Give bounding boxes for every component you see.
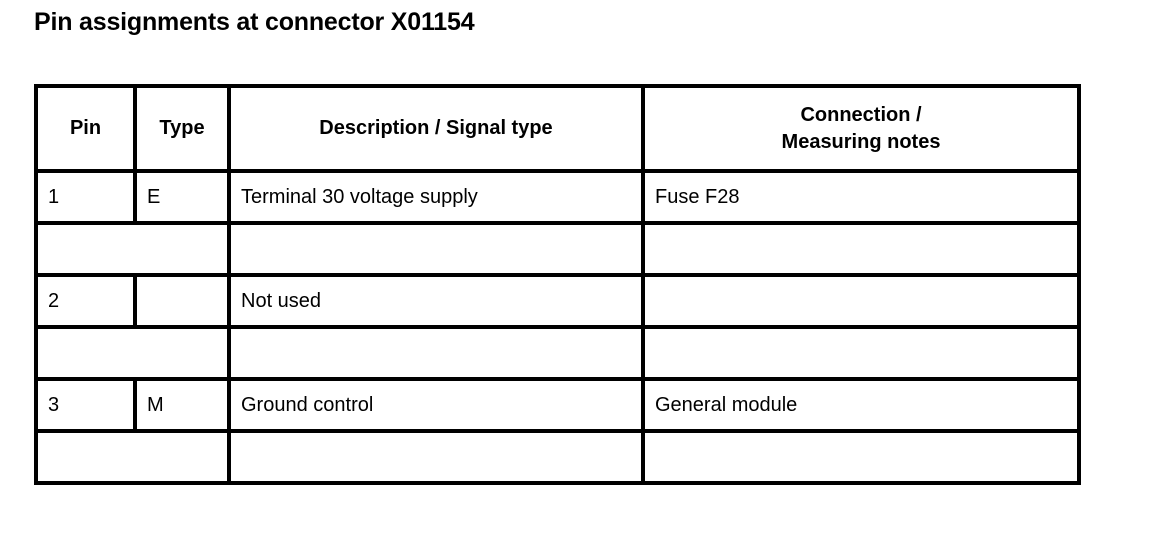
- cell-pin: 2: [34, 273, 137, 329]
- cell-type-value: M: [147, 393, 164, 416]
- cell-pin: 1: [34, 169, 137, 225]
- cell-type: [133, 273, 231, 329]
- cell-connection-value: Fuse F28: [655, 185, 740, 208]
- cell-connection: [641, 325, 1081, 381]
- cell-connection: Fuse F28: [641, 169, 1081, 225]
- cell-description-value: Terminal 30 voltage supply: [241, 185, 478, 208]
- cell-description-value: Not used: [241, 289, 322, 312]
- column-header-type: Type: [133, 84, 231, 173]
- cell-pin-value: 2: [48, 289, 60, 312]
- cell-type: M: [133, 377, 231, 433]
- cell-type-value: E: [147, 185, 161, 208]
- cell-connection-value: General module: [655, 393, 798, 416]
- cell-pin: 3: [34, 377, 137, 433]
- table-row: 2 Not used: [34, 273, 1081, 329]
- header-row: Pin Type Description / Signal type Conne…: [34, 84, 1081, 173]
- cell-description: Not used: [227, 273, 645, 329]
- cell-description: [227, 325, 645, 381]
- pin-assignment-table-container: Pin Type Description / Signal type Conne…: [34, 84, 1081, 485]
- table-row: [34, 429, 1081, 485]
- column-header-connection: Connection / Measuring notes: [641, 84, 1081, 173]
- cell-description: [227, 429, 645, 485]
- cell-pin-type-merged: [34, 221, 231, 277]
- table-header: Pin Type Description / Signal type Conne…: [34, 84, 1081, 173]
- cell-connection: [641, 221, 1081, 277]
- column-header-connection-line-2: Measuring notes: [781, 130, 941, 153]
- cell-connection: General module: [641, 377, 1081, 433]
- cell-description: Ground control: [227, 377, 645, 433]
- cell-pin-type-merged: [34, 429, 231, 485]
- column-header-description-line-1: Description / Signal type: [319, 117, 553, 139]
- cell-description: Terminal 30 voltage supply: [227, 169, 645, 225]
- column-header-description: Description / Signal type: [227, 84, 645, 173]
- column-header-type-line-1: Type: [159, 117, 205, 139]
- cell-description: [227, 221, 645, 277]
- pin-assignment-table: Pin Type Description / Signal type Conne…: [34, 84, 1081, 485]
- table-row: 3 M Ground control General module: [34, 377, 1081, 433]
- column-header-connection-line-1: Connection /: [800, 103, 922, 126]
- cell-pin-type-merged: [34, 325, 231, 381]
- cell-connection: [641, 273, 1081, 329]
- cell-pin-value: 1: [48, 185, 60, 208]
- cell-description-value: Ground control: [241, 393, 374, 416]
- column-header-pin-line-1: Pin: [69, 117, 102, 139]
- table-body: 1 E Terminal 30 voltage supply Fuse F28: [34, 169, 1081, 485]
- table-row: 1 E Terminal 30 voltage supply Fuse F28: [34, 169, 1081, 225]
- cell-connection: [641, 429, 1081, 485]
- column-header-pin: Pin: [34, 84, 137, 173]
- page-title: Pin assignments at connector X01154: [34, 8, 475, 36]
- cell-type: E: [133, 169, 231, 225]
- table-row: [34, 221, 1081, 277]
- cell-pin-value: 3: [48, 393, 60, 416]
- table-row: [34, 325, 1081, 381]
